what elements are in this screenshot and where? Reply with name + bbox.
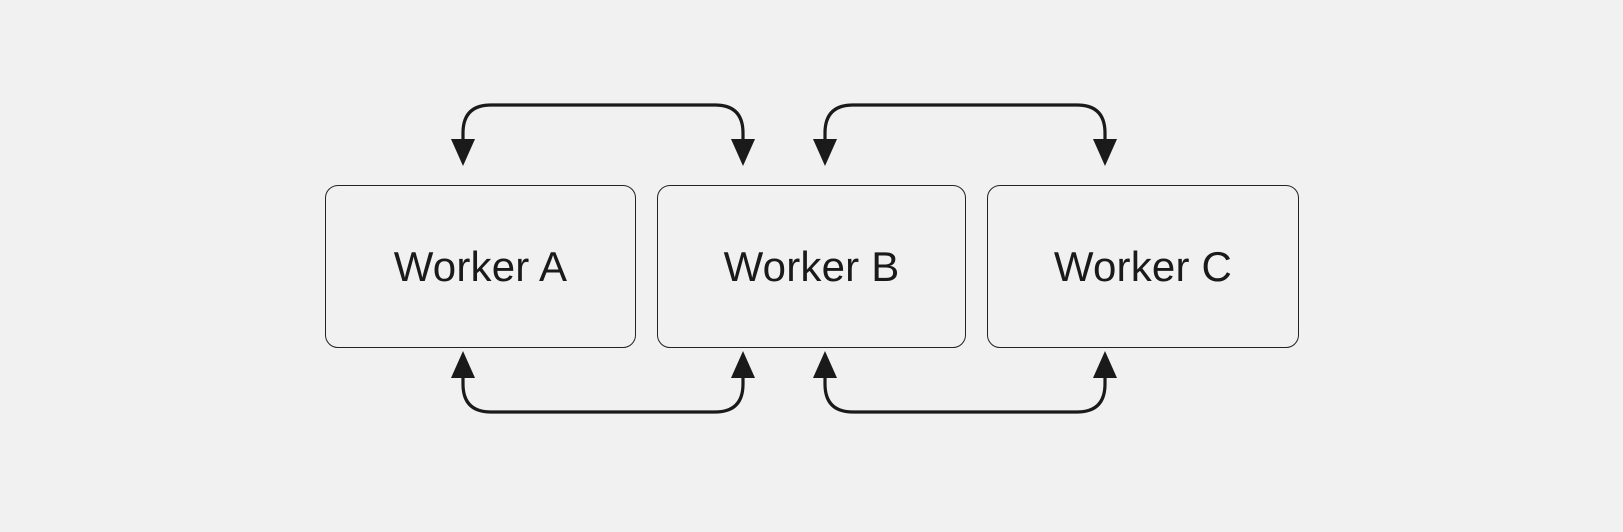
node-worker-c[interactable]: Worker C xyxy=(987,185,1299,348)
edge-bc-bottom xyxy=(813,351,1117,414)
arrowhead-up-icon xyxy=(731,351,755,378)
node-worker-a-label: Worker A xyxy=(393,242,568,290)
edge-ab-bottom xyxy=(451,351,755,414)
arrowhead-down-icon xyxy=(451,139,475,166)
node-worker-b[interactable]: Worker B xyxy=(657,185,966,348)
arrowhead-down-icon xyxy=(731,139,755,166)
edge-bc-top xyxy=(813,103,1117,166)
arrowhead-up-icon xyxy=(1093,351,1117,378)
arrowhead-up-icon xyxy=(813,351,837,378)
node-worker-c-label: Worker C xyxy=(1053,242,1233,290)
edge-ab-top xyxy=(451,103,755,166)
arrowhead-up-icon xyxy=(451,351,475,378)
node-worker-b-label: Worker B xyxy=(723,242,900,290)
node-worker-a[interactable]: Worker A xyxy=(325,185,636,348)
arrowhead-down-icon xyxy=(813,139,837,166)
arrowhead-down-icon xyxy=(1093,139,1117,166)
